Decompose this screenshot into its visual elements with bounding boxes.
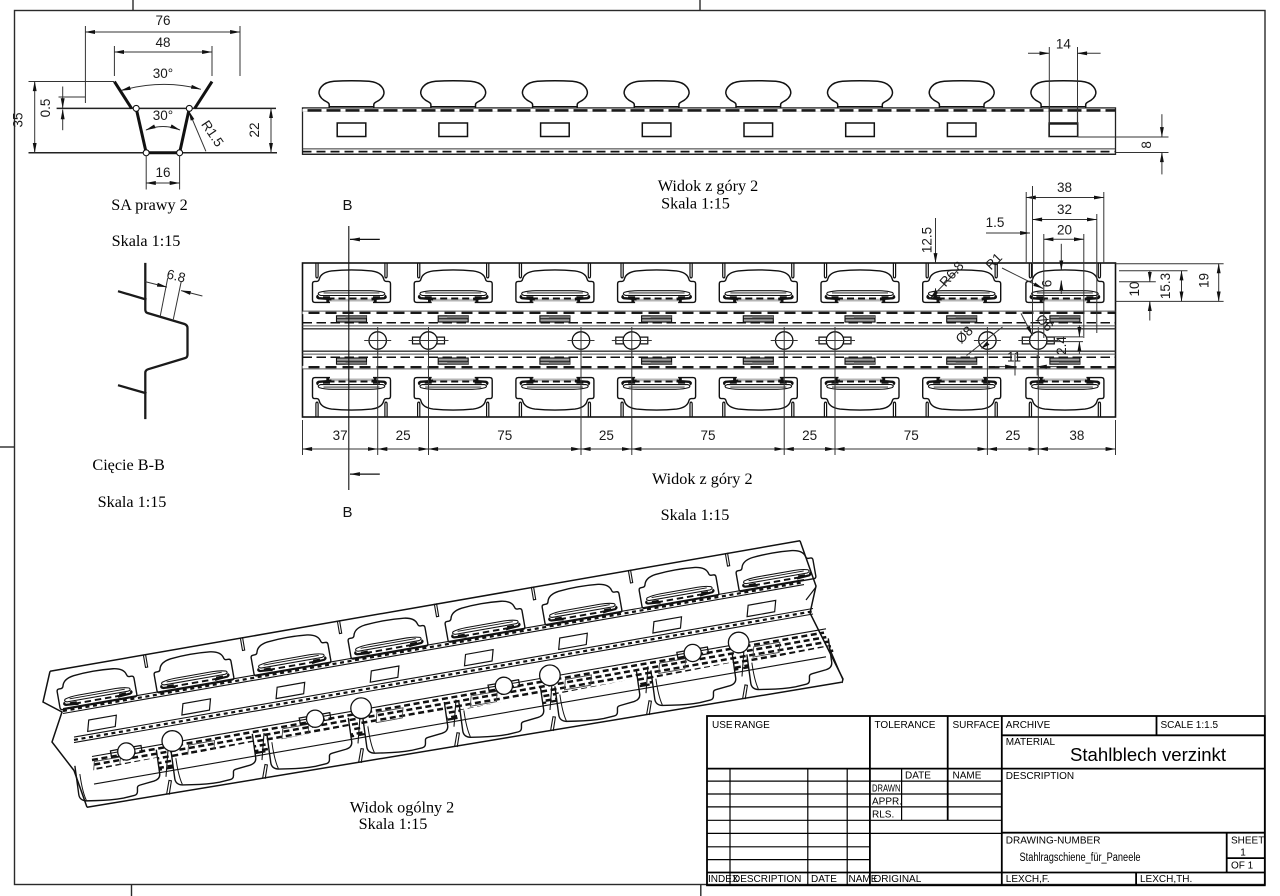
- svg-text:Stahlragschiene_für_Paneele: Stahlragschiene_für_Paneele: [1020, 852, 1141, 864]
- svg-text:10: 10: [1127, 281, 1142, 296]
- svg-text:Widok z góry 2: Widok z góry 2: [658, 177, 759, 195]
- svg-text:12.5: 12.5: [920, 227, 935, 253]
- svg-text:20: 20: [1057, 223, 1072, 238]
- svg-text:OF 1: OF 1: [1231, 861, 1254, 872]
- svg-text:LEXCH,TH.: LEXCH,TH.: [1140, 874, 1192, 885]
- svg-text:75: 75: [904, 428, 919, 443]
- svg-text:14: 14: [1056, 37, 1072, 52]
- svg-text:Widok z góry 2: Widok z góry 2: [652, 470, 753, 488]
- svg-text:Skala 1:15: Skala 1:15: [661, 506, 730, 524]
- svg-text:SHEET: SHEET: [1231, 836, 1264, 847]
- svg-text:Skala 1:15: Skala 1:15: [98, 493, 167, 511]
- svg-text:25: 25: [1005, 428, 1020, 443]
- svg-text:Skala 1:15: Skala 1:15: [661, 195, 730, 213]
- svg-text:DESCRIPTION: DESCRIPTION: [1006, 771, 1074, 782]
- svg-text:B: B: [342, 504, 352, 521]
- svg-text:SCALE 1:1.5: SCALE 1:1.5: [1161, 720, 1219, 731]
- svg-text:0.5: 0.5: [38, 99, 53, 118]
- svg-text:30°: 30°: [153, 66, 173, 81]
- svg-text:22: 22: [247, 122, 262, 137]
- svg-text:DRAWING-NUMBER: DRAWING-NUMBER: [1006, 836, 1101, 847]
- svg-text:8: 8: [1139, 141, 1154, 149]
- svg-text:R1: R1: [982, 250, 1005, 273]
- svg-text:30°: 30°: [153, 108, 173, 123]
- svg-text:B: B: [342, 197, 352, 214]
- svg-text:16: 16: [155, 165, 170, 180]
- svg-text:Ø8: Ø8: [953, 323, 976, 346]
- svg-text:15.3: 15.3: [1158, 273, 1173, 299]
- svg-text:Skala 1:15: Skala 1:15: [359, 815, 428, 833]
- svg-text:75: 75: [497, 428, 512, 443]
- svg-text:11: 11: [1007, 350, 1021, 365]
- svg-text:ARCHIVE: ARCHIVE: [1006, 720, 1051, 731]
- svg-text:25: 25: [802, 428, 817, 443]
- svg-text:37: 37: [333, 428, 348, 443]
- svg-text:RLS.: RLS.: [872, 810, 894, 821]
- svg-text:INDEX: INDEX: [708, 874, 739, 885]
- svg-text:38: 38: [1057, 180, 1072, 195]
- svg-text:TOLERANCE: TOLERANCE: [875, 720, 936, 731]
- svg-text:2.4: 2.4: [1054, 336, 1069, 355]
- svg-text:Stahlblech verzinkt: Stahlblech verzinkt: [1070, 745, 1226, 765]
- svg-text:SA prawy 2: SA prawy 2: [111, 196, 187, 214]
- svg-text:6.8: 6.8: [165, 266, 187, 285]
- svg-text:SURFACE: SURFACE: [953, 720, 1001, 731]
- svg-text:Cięcie B-B: Cięcie B-B: [92, 456, 164, 474]
- svg-text:MATERIAL: MATERIAL: [1006, 737, 1056, 748]
- svg-text:1.5: 1.5: [986, 215, 1005, 230]
- svg-text:76: 76: [155, 13, 170, 28]
- svg-text:USE RANGE: USE RANGE: [712, 720, 770, 731]
- svg-text:ORIGINAL: ORIGINAL: [874, 874, 922, 885]
- svg-text:Ø6: Ø6: [1033, 311, 1056, 334]
- svg-text:35: 35: [11, 112, 26, 127]
- svg-text:Widok ogólny 2: Widok ogólny 2: [350, 799, 455, 817]
- svg-text:1: 1: [1240, 848, 1246, 859]
- svg-text:25: 25: [396, 428, 411, 443]
- svg-text:6: 6: [1040, 280, 1055, 288]
- svg-text:DRAWN: DRAWN: [872, 784, 901, 795]
- svg-text:38: 38: [1069, 428, 1084, 443]
- svg-text:APPR.: APPR.: [872, 797, 902, 808]
- svg-text:DESCRIPTION: DESCRIPTION: [733, 874, 801, 885]
- svg-text:25: 25: [599, 428, 614, 443]
- svg-text:32: 32: [1057, 202, 1072, 217]
- svg-text:Skala 1:15: Skala 1:15: [112, 232, 181, 250]
- svg-text:19: 19: [1197, 273, 1212, 288]
- svg-text:LEXCH,F.: LEXCH,F.: [1006, 874, 1050, 885]
- svg-text:48: 48: [155, 35, 170, 50]
- svg-text:DATE: DATE: [811, 874, 837, 885]
- svg-text:NAME: NAME: [953, 771, 982, 782]
- svg-text:75: 75: [700, 428, 715, 443]
- svg-text:NAME: NAME: [849, 874, 878, 885]
- svg-text:DATE: DATE: [905, 771, 931, 782]
